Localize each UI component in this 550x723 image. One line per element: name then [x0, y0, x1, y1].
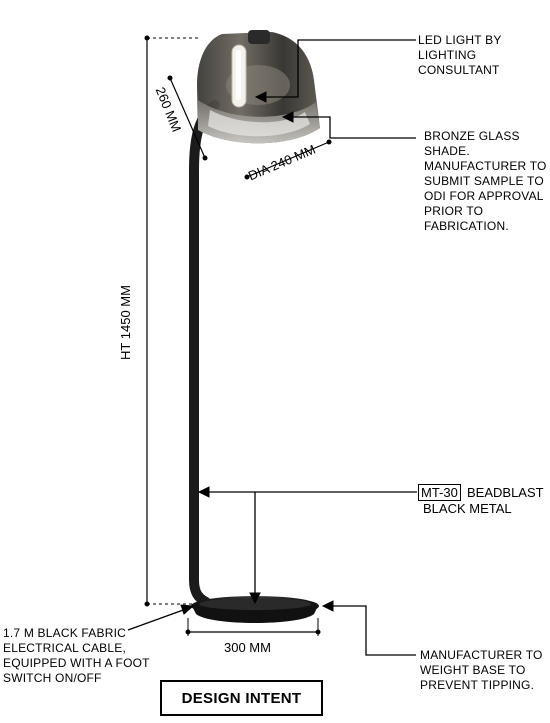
led-light: [231, 30, 270, 108]
cable-leader-line: [127, 604, 195, 631]
height-dimension-line: [144, 35, 198, 607]
design-intent-title-block: DESIGN INTENT: [160, 680, 323, 716]
glass-leader-line: [281, 111, 416, 139]
lamp-pole: [189, 100, 220, 607]
shade-height-dimension-line: [167, 75, 208, 161]
shade-diameter-dimension-line: [244, 139, 332, 180]
material-note-line1: BEADBLAST: [467, 485, 544, 500]
bronze-glass-note: BRONZE GLASS SHADE. MANUFACTURER TO SUBM…: [424, 129, 547, 233]
led-leader-line: [254, 39, 416, 103]
led-light-note: LED LIGHT BY LIGHTING CONSULTANT: [418, 33, 502, 77]
base-leader-line: [249, 492, 261, 605]
base-width-label: 300 MM: [224, 640, 271, 655]
lamp-base: [191, 596, 319, 623]
material-leader-line: [197, 486, 417, 498]
material-code-tag: MT-30: [418, 484, 461, 501]
base-width-dimension-line: [185, 618, 321, 636]
material-note-line2: BLACK METAL: [423, 501, 512, 516]
base-weight-note: MANUFACTURER TO WEIGHT BASE TO PREVENT T…: [420, 648, 543, 692]
glass-shade: [197, 32, 320, 144]
design-intent-label: DESIGN INTENT: [181, 689, 302, 707]
total-height-label: HT 1450 MM: [117, 285, 133, 360]
cable-note: 1.7 M BLACK FABRIC ELECTRICAL CABLE, EQU…: [3, 626, 150, 685]
weight-leader-line: [321, 600, 416, 656]
